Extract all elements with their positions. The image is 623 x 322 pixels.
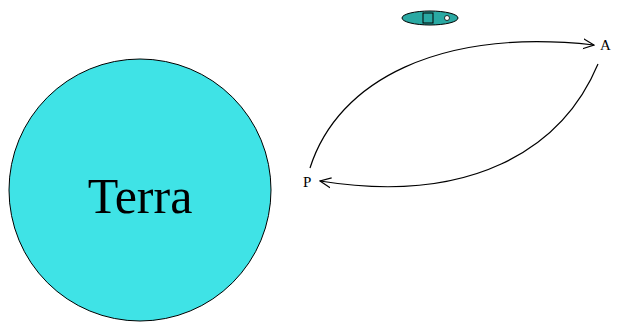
planet-name: Terra: [88, 167, 193, 225]
orbit-arc-outbound: [310, 42, 594, 168]
orbit-point-label: A: [600, 38, 611, 53]
orbit-arc-return: [320, 64, 598, 187]
planet-circle: Terra: [8, 58, 272, 322]
orbit-point-label: P: [303, 175, 311, 190]
satellite-symbol: [402, 11, 458, 25]
